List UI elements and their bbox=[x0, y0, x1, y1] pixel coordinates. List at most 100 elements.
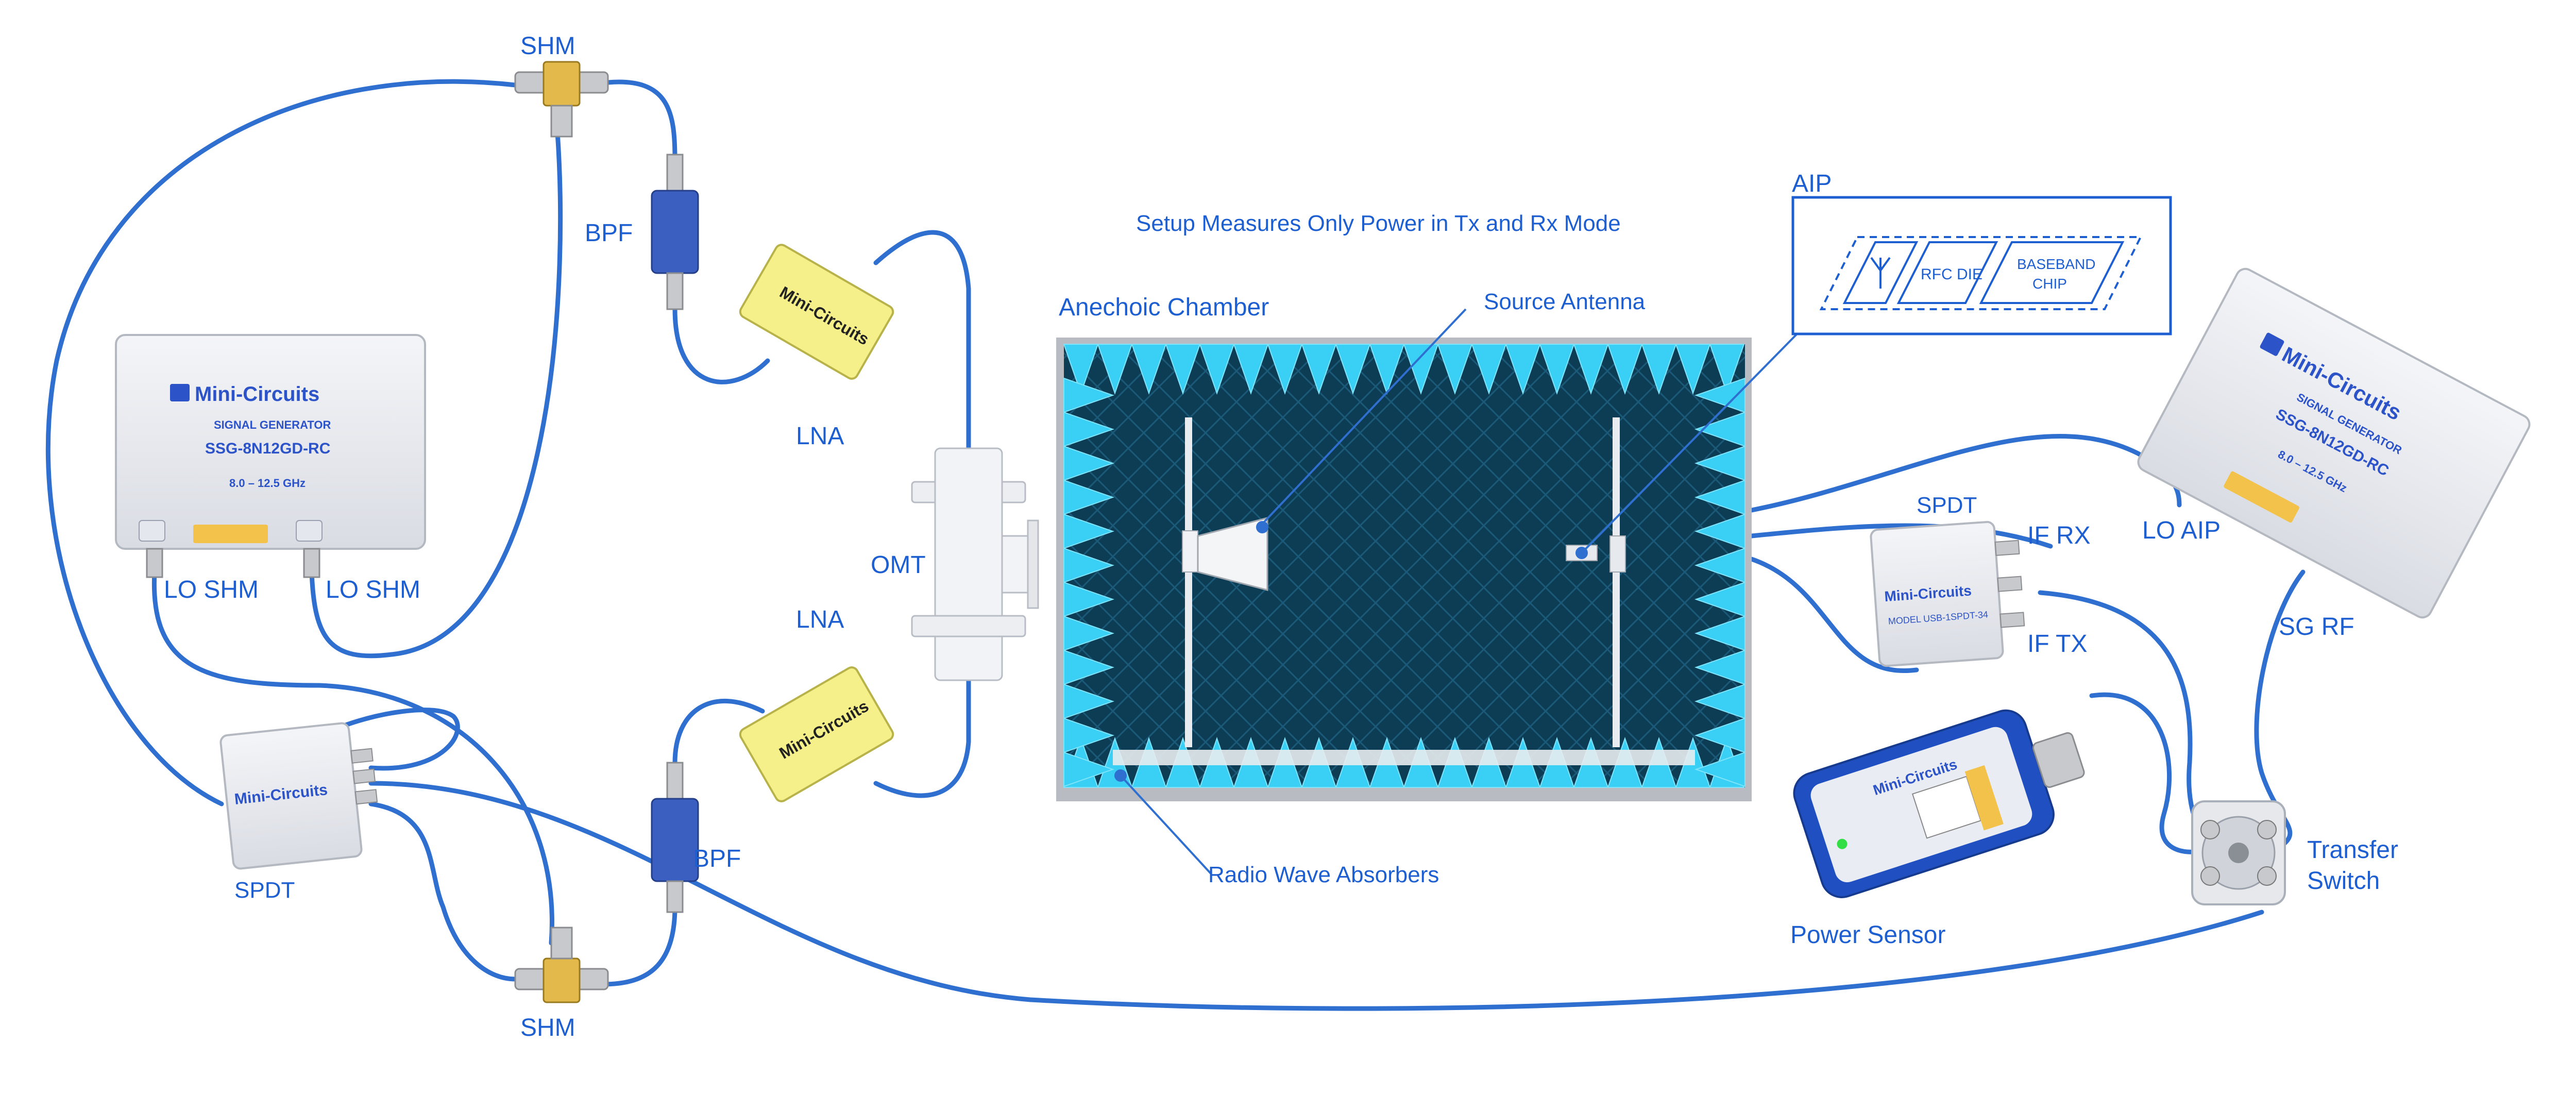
cable-spdt-transfer bbox=[368, 781, 2264, 1011]
absorber-cone bbox=[1694, 377, 1745, 413]
sg-left-range: 8.0 – 12.5 GHz bbox=[229, 477, 306, 490]
label-transfer-line1: Transfer bbox=[2307, 836, 2398, 864]
absorber-cone bbox=[1694, 615, 1745, 651]
absorber-cone bbox=[1437, 344, 1473, 395]
label-if-rx: IF RX bbox=[2027, 522, 2091, 549]
lna-top: Mini-Circuits bbox=[739, 244, 894, 380]
absorber-cone bbox=[1233, 344, 1269, 395]
minicircuits-logo-icon bbox=[170, 384, 190, 401]
label-sg-rf: SG RF bbox=[2279, 613, 2354, 641]
cable-sgrf-transfer bbox=[2254, 569, 2306, 848]
absorber-cone bbox=[1063, 615, 1115, 651]
absorber-cone bbox=[1063, 344, 1099, 395]
absorber-cone bbox=[1267, 344, 1303, 395]
cable-bpf-shm2 bbox=[600, 904, 677, 987]
aip-baseband-line2: CHIP bbox=[2032, 276, 2067, 292]
warning-sticker bbox=[193, 525, 268, 543]
transfer-switch bbox=[2191, 800, 2286, 905]
absorber-cone bbox=[1369, 344, 1405, 395]
cable-chamber-ifrx bbox=[1749, 523, 2053, 549]
cable-spdt-shm2 bbox=[368, 801, 518, 982]
header-note: Setup Measures Only Power in Tx and Rx M… bbox=[1136, 211, 1621, 236]
bpf-top bbox=[651, 154, 699, 310]
absorber-cone bbox=[1165, 344, 1201, 395]
absorber-cone bbox=[1063, 717, 1115, 753]
absorber-cone bbox=[1063, 683, 1115, 719]
cable-omt-lna2 bbox=[873, 652, 971, 798]
label-lna-bottom: LNA bbox=[796, 606, 844, 633]
shm-top bbox=[514, 61, 609, 138]
absorber-cone bbox=[1694, 649, 1745, 685]
signal-generator-left: Mini-Circuits SIGNAL GENERATOR SSG-8N12G… bbox=[115, 334, 426, 578]
cable-loshm1-down bbox=[151, 569, 554, 946]
absorber-cone bbox=[1709, 344, 1745, 395]
antenna-icon bbox=[1870, 257, 1891, 289]
absorber-cone bbox=[1694, 581, 1745, 617]
absorber-cone bbox=[1063, 751, 1115, 787]
absorber-cone bbox=[1063, 513, 1115, 549]
cable-chamber-iftx bbox=[1749, 557, 1919, 673]
aip-box: RFC DIE BASEBAND CHIP bbox=[1791, 196, 2172, 335]
sg-left-model: SSG-8N12GD-RC bbox=[205, 440, 330, 457]
cable-spdt-up bbox=[327, 708, 460, 771]
label-if-tx: IF TX bbox=[2027, 630, 2087, 658]
absorber-cone bbox=[1063, 649, 1115, 685]
absorber-cone bbox=[1694, 479, 1745, 515]
absorber-cone bbox=[1694, 513, 1745, 549]
absorber-cone bbox=[1694, 445, 1745, 481]
absorber-cone bbox=[1573, 344, 1609, 395]
absorber-cone bbox=[1694, 411, 1745, 447]
absorber-cone bbox=[1694, 751, 1745, 787]
spdt-right: Mini-Circuits MODEL USB-1SPDT-34 bbox=[1870, 520, 2025, 667]
absorber-cone bbox=[1471, 344, 1507, 395]
absorber-cone bbox=[1097, 344, 1133, 395]
label-shm-bottom: SHM bbox=[520, 1014, 575, 1041]
cable-lna-omt bbox=[873, 230, 971, 456]
label-omt: OMT bbox=[871, 551, 926, 579]
horn-antenna-icon bbox=[1182, 517, 1268, 591]
cable-group bbox=[45, 79, 2306, 1011]
sg-left-brand: Mini-Circuits bbox=[195, 383, 319, 406]
power-sensor: Mini-Circuits bbox=[1793, 709, 2085, 898]
absorber-cone bbox=[1063, 479, 1115, 515]
label-radio-wave-absorbers: Radio Wave Absorbers bbox=[1208, 862, 1439, 887]
absorber-cone bbox=[1199, 344, 1235, 395]
label-lo-shm-1: LO SHM bbox=[164, 576, 259, 603]
cable-shm-bpf bbox=[605, 79, 677, 162]
label-bpf-top: BPF bbox=[585, 220, 633, 247]
absorber-cone bbox=[1694, 717, 1745, 753]
label-lna-top: LNA bbox=[796, 423, 844, 450]
absorber-cone bbox=[1403, 344, 1439, 395]
label-source-antenna: Source Antenna bbox=[1484, 289, 1646, 314]
absorber-cone bbox=[1694, 683, 1745, 719]
aip-title: AIP bbox=[1792, 170, 1832, 197]
absorber-cone bbox=[1539, 344, 1575, 395]
absorber-cone bbox=[1063, 445, 1115, 481]
absorber-cones bbox=[1063, 344, 1745, 788]
absorber-cone bbox=[1505, 344, 1541, 395]
absorber-cone bbox=[1301, 344, 1337, 395]
chamber-title: Anechoic Chamber bbox=[1059, 294, 1269, 321]
label-bpf-bottom: BPF bbox=[693, 845, 741, 872]
cable-sensor-transfer bbox=[2089, 692, 2208, 854]
absorber-cone bbox=[1063, 377, 1115, 413]
aip-baseband-line1: BASEBAND bbox=[2017, 256, 2096, 272]
label-power-sensor: Power Sensor bbox=[1790, 921, 1945, 949]
aip-rfc-die: RFC DIE bbox=[1921, 266, 1982, 283]
cable-bpf-lna bbox=[672, 307, 770, 384]
cable-shm-loop bbox=[45, 79, 518, 806]
absorber-cone bbox=[1641, 344, 1677, 395]
spdt-left: Mini-Circuits bbox=[219, 722, 378, 870]
bpf-bottom bbox=[651, 762, 699, 913]
leader-lines bbox=[1120, 308, 1798, 875]
absorber-cone bbox=[1063, 411, 1115, 447]
omt bbox=[911, 447, 1039, 681]
signal-generator-right: Mini-Circuits SIGNAL GENERATOR SSG-8N12G… bbox=[2137, 267, 2531, 619]
label-shm-top: SHM bbox=[520, 32, 575, 60]
anechoic-chamber bbox=[1056, 338, 1752, 801]
label-transfer-line2: Switch bbox=[2307, 867, 2380, 895]
absorber-cone bbox=[1694, 547, 1745, 583]
absorber-cone bbox=[1607, 344, 1643, 395]
shm-bottom bbox=[514, 927, 609, 1003]
